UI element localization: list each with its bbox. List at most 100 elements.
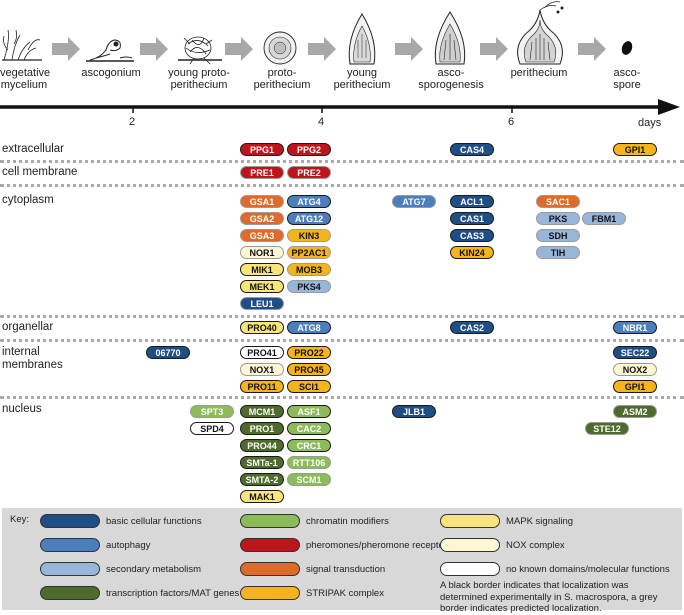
legend-swatch: [240, 562, 300, 576]
protein-pill: CAS1: [450, 212, 494, 225]
protein-pill: MAK1: [240, 490, 284, 503]
young-protoperithecium-drawing: [178, 36, 222, 65]
stage-arrow: [225, 37, 253, 61]
legend-label: transcription factors/MAT genes: [106, 588, 240, 599]
row-separator: [0, 184, 684, 187]
ascosporogenesis-drawing: [434, 11, 466, 65]
protein-pill: ASM2: [613, 405, 657, 418]
protein-pill: ATG4: [287, 195, 331, 208]
stage-label-ascogonium: ascogonium: [81, 67, 141, 79]
protein-pill: PKS4: [287, 280, 331, 293]
category-organellar: organellar: [2, 321, 54, 333]
protein-pill: ATG8: [287, 321, 331, 334]
protein-pill: PRO11: [240, 380, 284, 393]
stage-arrow: [578, 37, 606, 61]
stage-arrow: [480, 37, 508, 61]
protein-pill: SEC22: [613, 346, 657, 359]
protein-pill: MIK1: [240, 263, 284, 276]
protein-pill: PPG1: [240, 143, 284, 156]
category-nucleus: nucleus: [2, 403, 42, 415]
protein-pill: ATG12: [287, 212, 331, 225]
category-cell-membrane: cell membrane: [2, 166, 78, 178]
stage-label-young-protoperithecium: young proto- perithecium: [168, 67, 230, 91]
protein-pill: SMTA-2: [240, 473, 284, 486]
protein-pill: GPI1: [613, 143, 657, 156]
legend-label: chromatin modifiers: [306, 516, 389, 527]
protein-pill: ASF1: [287, 405, 331, 418]
protein-pill: KIN24: [450, 246, 494, 259]
stage-arrow: [308, 37, 336, 61]
tick-label-4: 4: [318, 116, 325, 128]
protein-pill: GSA2: [240, 212, 284, 225]
protein-pill: SMTa-1: [240, 456, 284, 469]
mycelium-drawing: [2, 29, 42, 61]
legend-label: STRIPAK complex: [306, 588, 384, 599]
protein-pill: PRE1: [240, 166, 284, 179]
stage-arrow: [140, 37, 168, 61]
protein-pill: SAC1: [536, 195, 580, 208]
stage-arrow: [52, 37, 80, 61]
stage-label-vegetative-mycelium: vegetative mycelium: [0, 67, 51, 91]
protein-pill: STE12: [585, 422, 629, 435]
protein-pill: MOB3: [287, 263, 331, 276]
legend-panel: Key: basic cellular functions autophagy …: [2, 508, 682, 614]
legend-swatch: [240, 538, 300, 552]
row-separator: [0, 315, 684, 318]
protein-pill: PKS: [536, 212, 580, 225]
category-cytoplasm: cytoplasm: [2, 194, 54, 206]
axis-unit-label: days: [638, 117, 662, 129]
time-axis-arrowhead: [658, 99, 680, 115]
legend-swatch: [40, 514, 100, 528]
legend-swatch: [240, 586, 300, 600]
legend-label: NOX complex: [506, 540, 565, 551]
protein-pill: PRO40: [240, 321, 284, 334]
young-perithecium-drawing: [348, 13, 376, 65]
protein-pill: KIN3: [287, 229, 331, 242]
protein-pill: ATG7: [392, 195, 436, 208]
protein-pill: NBR1: [613, 321, 657, 334]
protein-pill: GPI1: [613, 380, 657, 393]
legend-label: pheromones/pheromone receptors: [306, 540, 452, 551]
protein-pill: CRC1: [287, 439, 331, 452]
protein-pill: CAC2: [287, 422, 331, 435]
legend-label: autophagy: [106, 540, 151, 551]
legend-swatch: [440, 538, 500, 552]
stage-label-ascosporogenesis: asco- sporogenesis: [418, 67, 484, 91]
protein-pill: NOR1: [240, 246, 284, 259]
protein-pill: SPT3: [190, 405, 234, 418]
row-separator: [0, 160, 684, 163]
legend-swatch: [40, 538, 100, 552]
protein-pill: SCM1: [287, 473, 331, 486]
legend-swatch: [40, 562, 100, 576]
protein-pill: RTT106: [287, 456, 331, 469]
stage-label-young-perithecium: young perithecium: [333, 67, 391, 91]
protein-pill: LEU1: [240, 297, 284, 310]
axis-ticks: [132, 107, 513, 113]
legend-swatch: [240, 514, 300, 528]
protein-pill: CAS2: [450, 321, 494, 334]
protein-pill: PRO45: [287, 363, 331, 376]
protein-pill: CAS3: [450, 229, 494, 242]
legend-label: no known domains/molecular functions: [506, 564, 670, 575]
stage-label-protoperithecium: proto- perithecium: [253, 67, 311, 91]
protein-pill: PP2AC1: [287, 246, 331, 259]
protein-pill: PPG2: [287, 143, 331, 156]
category-extracellular: extracellular: [2, 143, 64, 155]
protein-pill: MCM1: [240, 405, 284, 418]
protein-pill: NOX1: [240, 363, 284, 376]
legend-swatch: [440, 514, 500, 528]
legend-swatch: [440, 562, 500, 576]
protein-pill: SDH: [536, 229, 580, 242]
protein-pill: TIH: [536, 246, 580, 259]
legend-swatch: [40, 586, 100, 600]
category-internal-membranes: internal membranes: [2, 346, 63, 371]
protein-pill: PRO1: [240, 422, 284, 435]
perithecium-drawing: [517, 1, 564, 65]
protein-pill: PRE2: [287, 166, 331, 179]
tick-label-6: 6: [508, 116, 515, 128]
protein-pill: ACL1: [450, 195, 494, 208]
protein-pill: PRO22: [287, 346, 331, 359]
timeline-illustrations: [0, 1, 680, 115]
protein-pill: CAS4: [450, 143, 494, 156]
row-separator: [0, 339, 684, 342]
